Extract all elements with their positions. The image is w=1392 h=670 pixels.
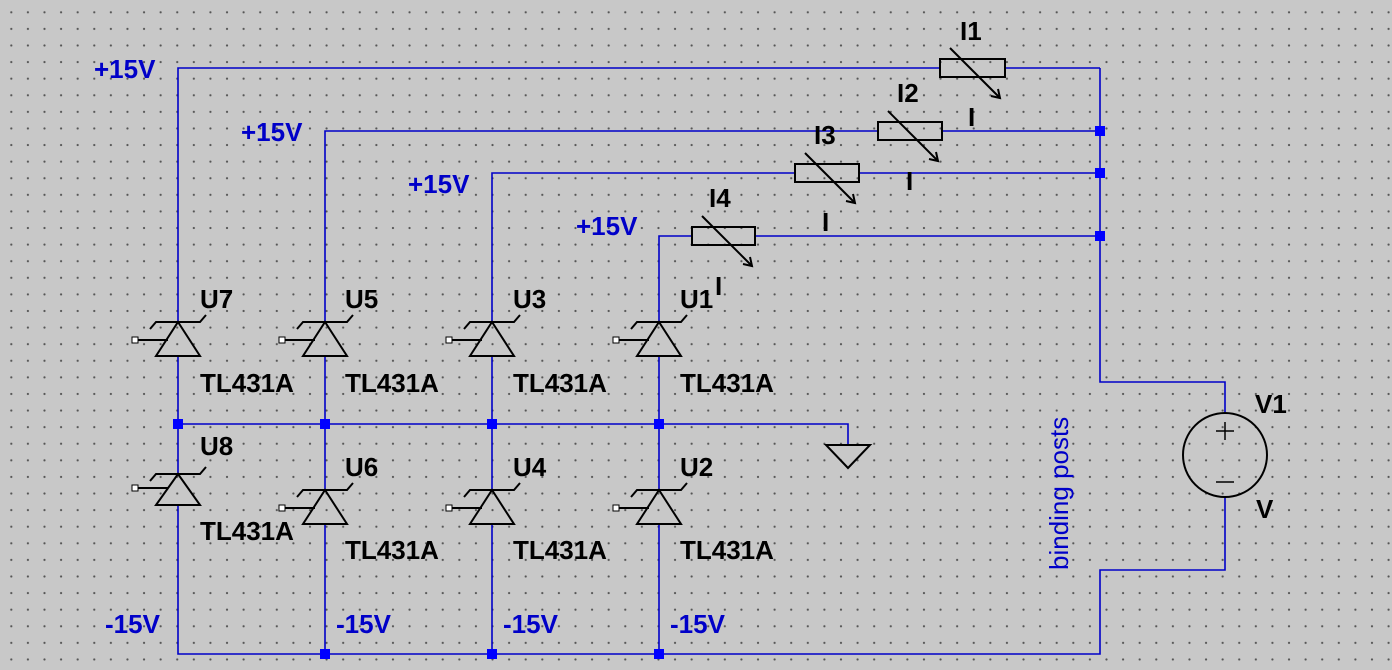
shunt-part: TL431A [200, 368, 294, 398]
shunt-ref: U4 [513, 452, 547, 482]
arrow-head [742, 256, 754, 268]
junction-dot [654, 419, 664, 429]
current-source-body [794, 163, 860, 183]
current-source-ref: I1 [960, 16, 982, 46]
junction-dot [487, 649, 497, 659]
wire-binding-bus [1099, 68, 1226, 412]
shunt-u4[interactable] [445, 482, 521, 525]
arrow-head [845, 193, 857, 205]
current-source-ref: I3 [814, 120, 836, 150]
current-source-body [877, 121, 943, 141]
shunt-part: TL431A [680, 368, 774, 398]
junction-dot [320, 419, 330, 429]
ref-pin [445, 336, 453, 344]
shunt-u8[interactable] [131, 466, 207, 506]
shunt-ref: U5 [345, 284, 378, 314]
current-source-i1[interactable] [939, 47, 1006, 100]
junction-dot [654, 649, 664, 659]
shunt-ref: U7 [200, 284, 233, 314]
shunt-u1[interactable] [612, 314, 688, 357]
shunt-ref: U1 [680, 284, 713, 314]
shunt-symbol [630, 314, 688, 357]
wire-i1-rail [177, 67, 940, 322]
shunt-symbol [296, 482, 354, 525]
shunt-symbol [463, 314, 521, 357]
current-source-i4[interactable] [691, 215, 756, 268]
current-source-value: I [968, 102, 975, 132]
junction-dot [487, 419, 497, 429]
shunt-u3[interactable] [445, 314, 521, 357]
shunt-u5[interactable] [278, 314, 354, 357]
shunt-u2[interactable] [612, 482, 688, 525]
shunt-ref: U3 [513, 284, 546, 314]
voltage-source-v1[interactable] [1182, 412, 1268, 498]
junctions [173, 126, 1105, 659]
current-source-arrow [887, 110, 939, 162]
shunt-part: TL431A [345, 535, 439, 565]
labels: +15V +15V +15V +15V -15V -15V -15V -15V … [94, 16, 1287, 639]
shunt-u6[interactable] [278, 482, 354, 525]
ref-pin [131, 484, 139, 492]
junction-dot [1095, 231, 1105, 241]
net-label-binding-posts: binding posts [1044, 417, 1074, 570]
current-source-body [939, 58, 1006, 78]
wire-i4-rail [658, 235, 692, 322]
arrow-head [928, 151, 940, 163]
current-source-i2[interactable] [877, 110, 943, 163]
ref-pin [612, 336, 620, 344]
junction-dot [1095, 126, 1105, 136]
current-source-value: I [822, 207, 829, 237]
voltage-source-ref: V1 [1255, 389, 1287, 419]
wire-i3-rail [491, 172, 795, 322]
u1-value: I [715, 271, 722, 301]
ref-pin [131, 336, 139, 344]
shunt-symbol [149, 314, 207, 357]
voltage-source-circle [1182, 412, 1268, 498]
ref-pin [278, 504, 286, 512]
supply-label-neg: -15V [503, 609, 559, 639]
current-source-body [691, 226, 756, 246]
shunt-part: TL431A [680, 535, 774, 565]
shunt-u7[interactable] [131, 314, 207, 357]
wire-gnd-bus [178, 423, 849, 445]
shunt-part: TL431A [345, 368, 439, 398]
shunt-ref: U8 [200, 431, 233, 461]
supply-label-pos: +15V [241, 117, 303, 147]
supply-label-neg: -15V [336, 609, 392, 639]
current-source-ref: I4 [709, 183, 731, 213]
shunt-symbol [296, 314, 354, 357]
ref-pin [612, 504, 620, 512]
supply-label-pos: +15V [576, 211, 638, 241]
shunt-ref: U6 [345, 452, 378, 482]
wire-i2-rail [324, 130, 878, 322]
ref-pin [445, 504, 453, 512]
shunt-part: TL431A [200, 516, 294, 546]
shunt-part: TL431A [513, 535, 607, 565]
supply-label-neg: -15V [105, 609, 161, 639]
supply-label-pos: +15V [408, 169, 470, 199]
voltage-source-value: V [1256, 494, 1274, 524]
current-source-ref: I2 [897, 78, 919, 108]
ref-pin [278, 336, 286, 344]
arrow-head [990, 88, 1002, 100]
wire-v1-return [177, 497, 1226, 655]
supply-label-pos: +15V [94, 54, 156, 84]
current-source-arrow [949, 47, 1001, 99]
junction-dot [320, 649, 330, 659]
shunt-symbol [149, 466, 207, 506]
current-source-arrow [701, 215, 753, 267]
ground-icon [823, 444, 873, 470]
ground-symbol[interactable] [823, 444, 873, 470]
supply-label-neg: -15V [670, 609, 726, 639]
junction-dot [1095, 168, 1105, 178]
shunt-symbol [463, 482, 521, 525]
current-source-i3[interactable] [794, 152, 860, 205]
current-source-arrow [804, 152, 856, 204]
junction-dot [173, 419, 183, 429]
current-source-value: I [906, 166, 913, 196]
shunt-ref: U2 [680, 452, 713, 482]
shunt-symbol [630, 482, 688, 525]
shunt-part: TL431A [513, 368, 607, 398]
